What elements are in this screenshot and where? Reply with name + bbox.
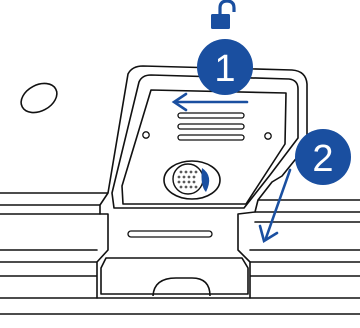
slide-left-arrow xyxy=(171,92,249,112)
pull-down-arrow xyxy=(258,168,292,244)
latch-knob xyxy=(163,160,221,200)
screw-hole-right xyxy=(264,132,272,140)
screw-hole-left xyxy=(142,131,150,139)
mounting-hole xyxy=(20,82,58,114)
step-1-badge: 1 xyxy=(197,39,253,95)
step-2-badge: 2 xyxy=(295,129,351,185)
vent-slots xyxy=(127,112,245,238)
step-1-number: 1 xyxy=(214,48,235,90)
unlocked-padlock-icon xyxy=(211,0,236,29)
step-2-number: 2 xyxy=(312,138,333,180)
